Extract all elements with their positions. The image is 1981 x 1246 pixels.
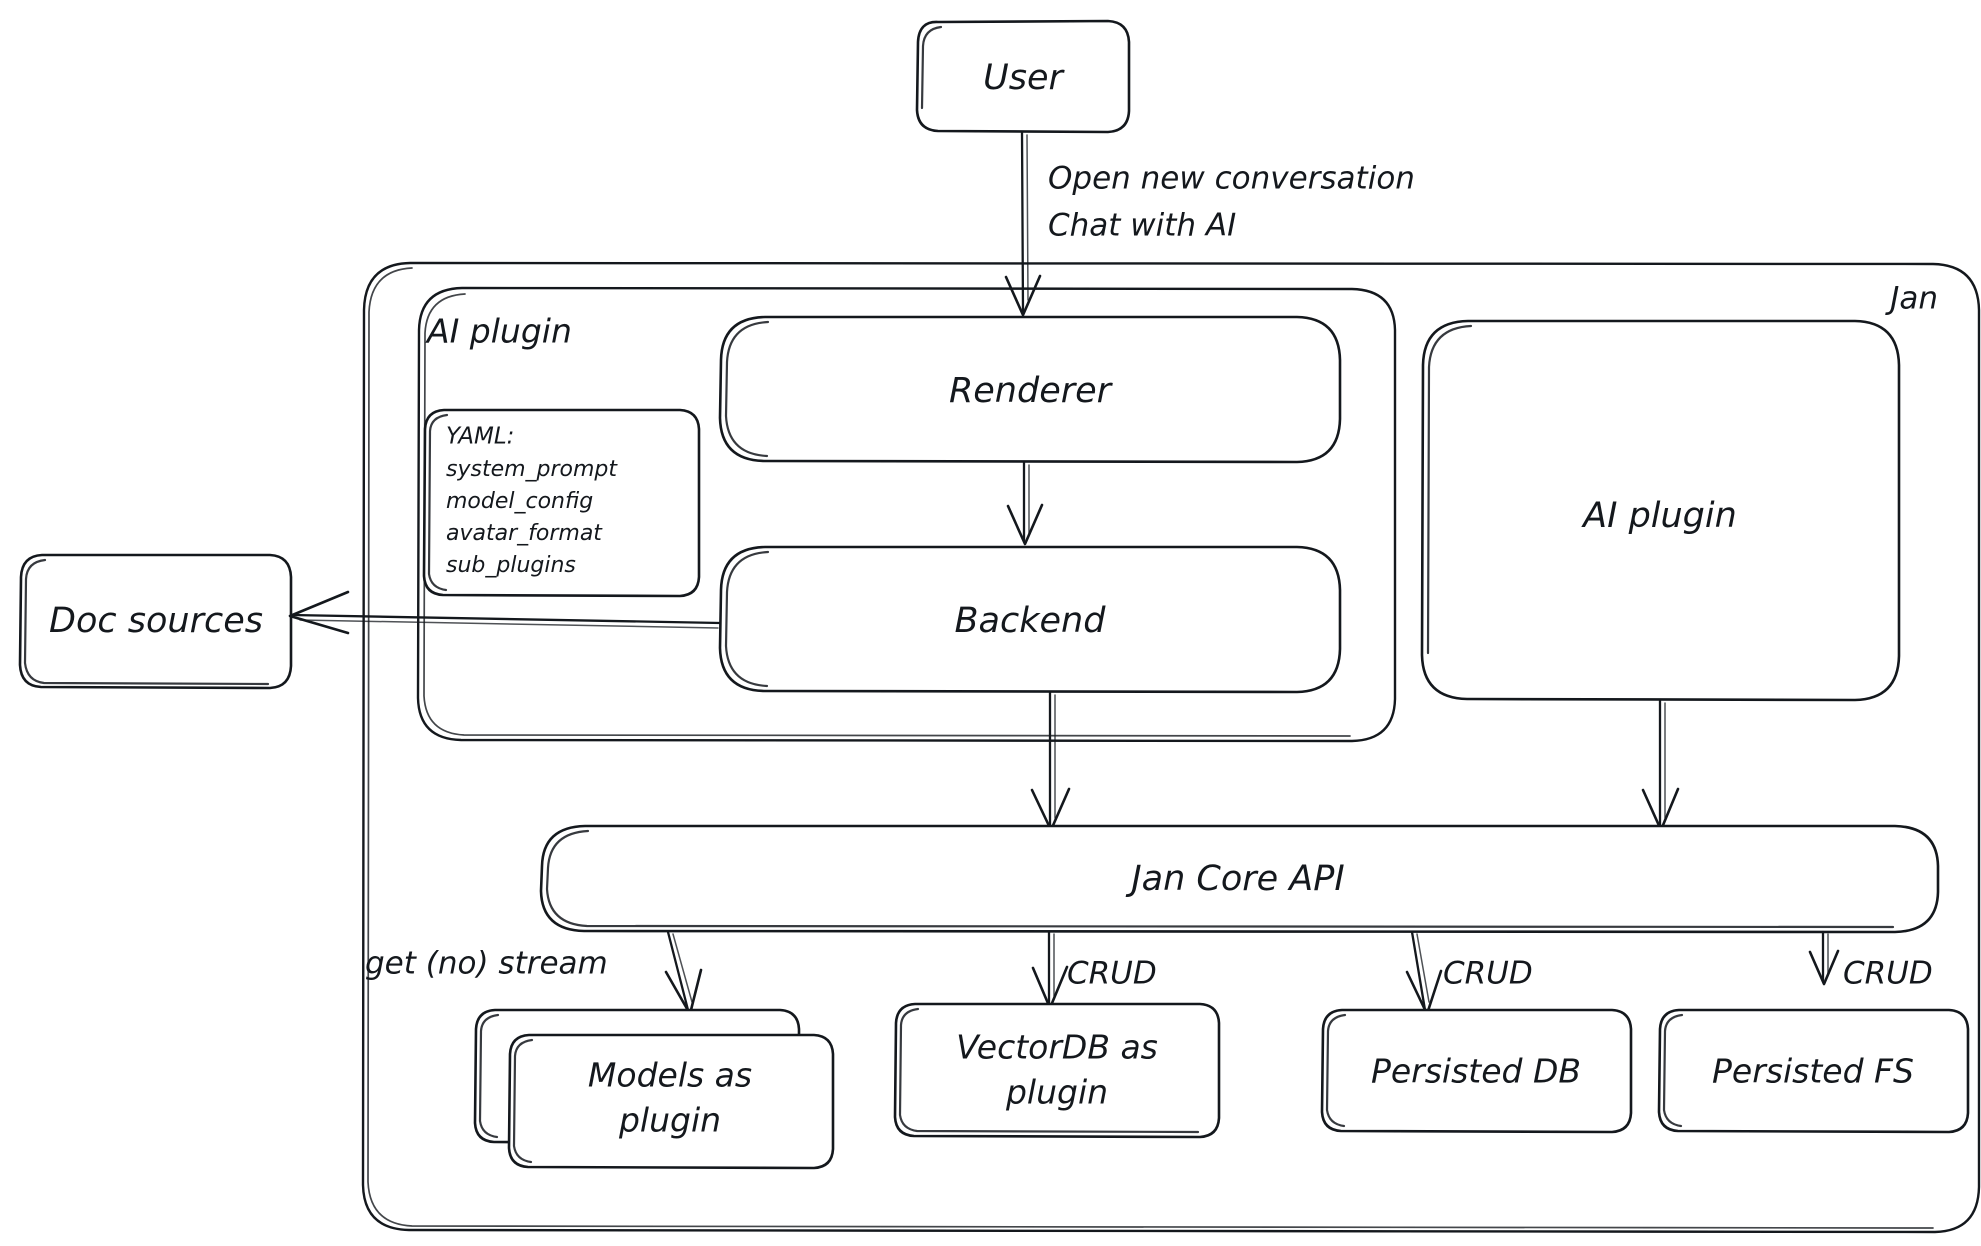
edge-label-core-to-models: get (no) stream	[365, 946, 608, 982]
node-models-plugin-label-2: plugin	[618, 1101, 721, 1140]
node-backend-label: Backend	[955, 601, 1107, 641]
edge-renderer-to-backend	[1006, 460, 1044, 546]
node-models-plugin-label-1: Models as	[588, 1056, 752, 1095]
node-persisted-fs-label: Persisted FS	[1712, 1052, 1914, 1091]
node-doc-sources[interactable]: Doc sources	[18, 553, 293, 690]
node-renderer[interactable]: Renderer	[718, 315, 1342, 464]
edge-label-user-to-renderer-2: Chat with AI	[1048, 208, 1236, 244]
yaml-heading: YAML:	[446, 424, 514, 450]
node-vectordb-plugin-label-1: VectorDB as	[956, 1028, 1158, 1067]
edge-core-api-to-persisted-fs: CRUD	[1808, 930, 1933, 992]
node-renderer-label: Renderer	[949, 371, 1114, 411]
edge-core-api-to-models: get (no) stream	[365, 930, 703, 1016]
yaml-key-2: avatar_format	[446, 521, 603, 546]
yaml-key-0: system_prompt	[446, 457, 618, 482]
node-jan-core-api[interactable]: Jan Core API	[539, 824, 1940, 934]
node-ai-plugin-label: AI plugin	[1581, 496, 1737, 536]
edge-label-user-to-renderer-1: Open new conversation	[1048, 161, 1415, 197]
node-doc-sources-label: Doc sources	[49, 601, 263, 641]
node-vectordb-plugin-label-2: plugin	[1005, 1073, 1108, 1112]
card-yaml-config: YAML: system_prompt model_config avatar_…	[422, 408, 701, 598]
node-persisted-db[interactable]: Persisted DB	[1320, 1008, 1633, 1134]
edge-user-to-renderer: Open new conversation Chat with AI	[1004, 130, 1415, 317]
container-jan-label: Jan	[1884, 281, 1938, 317]
node-vectordb-plugin[interactable]: VectorDB as plugin	[893, 1002, 1221, 1139]
node-persisted-db-label: Persisted DB	[1371, 1052, 1581, 1091]
node-persisted-fs[interactable]: Persisted FS	[1657, 1008, 1970, 1134]
node-models-plugin[interactable]: Models as plugin	[473, 1008, 835, 1170]
yaml-key-1: model_config	[446, 489, 593, 514]
node-ai-plugin[interactable]: AI plugin	[1420, 319, 1901, 702]
container-ai-plugin-group-label: AI plugin	[425, 312, 572, 351]
edge-core-api-to-persisted-db: CRUD	[1405, 930, 1533, 1016]
yaml-key-3: sub_plugins	[446, 553, 576, 578]
node-backend[interactable]: Backend	[718, 545, 1342, 694]
node-user[interactable]: User	[915, 19, 1131, 134]
edge-backend-to-doc-sources	[288, 590, 722, 635]
edge-label-core-to-persisted-db: CRUD	[1443, 956, 1533, 992]
node-user-label: User	[983, 58, 1065, 98]
edge-label-core-to-vectordb: CRUD	[1067, 956, 1157, 992]
edge-label-core-to-persisted-fs: CRUD	[1843, 956, 1933, 992]
edge-core-api-to-vectordb: CRUD	[1031, 930, 1157, 1010]
node-jan-core-api-label: Jan Core API	[1125, 859, 1344, 899]
